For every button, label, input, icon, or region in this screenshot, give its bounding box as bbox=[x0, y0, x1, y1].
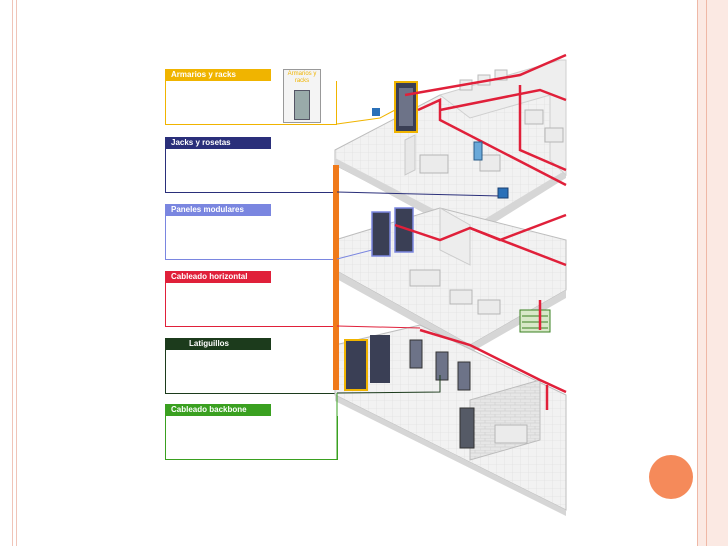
box-patch bbox=[165, 350, 337, 394]
label-backbone: Cableado backbone bbox=[165, 404, 271, 416]
label-racks: Armarios y racks bbox=[165, 69, 271, 81]
slide-accent-dot bbox=[649, 455, 693, 499]
box-racks bbox=[165, 81, 337, 125]
label-patch: Latiguillos bbox=[165, 338, 271, 350]
floor-2 bbox=[334, 207, 567, 353]
horizontal-cabling bbox=[394, 53, 567, 410]
backbone-riser bbox=[333, 165, 339, 390]
rack-thumbnail-icon bbox=[294, 90, 310, 120]
rack-thumbnail: Armarios y racks bbox=[283, 69, 321, 123]
rack-floor-1 bbox=[344, 335, 471, 391]
label-panels: Paneles modulares bbox=[165, 204, 271, 216]
rack-thumbnail-label: Armarios y racks bbox=[287, 71, 317, 84]
box-panels bbox=[165, 216, 337, 260]
slide-frame-right-line bbox=[706, 0, 707, 546]
box-horizontal bbox=[165, 283, 337, 327]
jacks-icons bbox=[372, 108, 509, 199]
box-jacks bbox=[165, 149, 337, 193]
label-jacks: Jacks y rosetas bbox=[165, 137, 271, 149]
rack-floor-2 bbox=[371, 207, 414, 257]
slide-frame-left bbox=[0, 0, 13, 546]
label-horizontal: Cableado horizontal bbox=[165, 271, 271, 283]
slide-frame-right bbox=[697, 0, 728, 546]
rack-floor-3 bbox=[394, 81, 418, 133]
floor-1 bbox=[334, 324, 567, 516]
slide-frame-left-line bbox=[16, 0, 17, 546]
